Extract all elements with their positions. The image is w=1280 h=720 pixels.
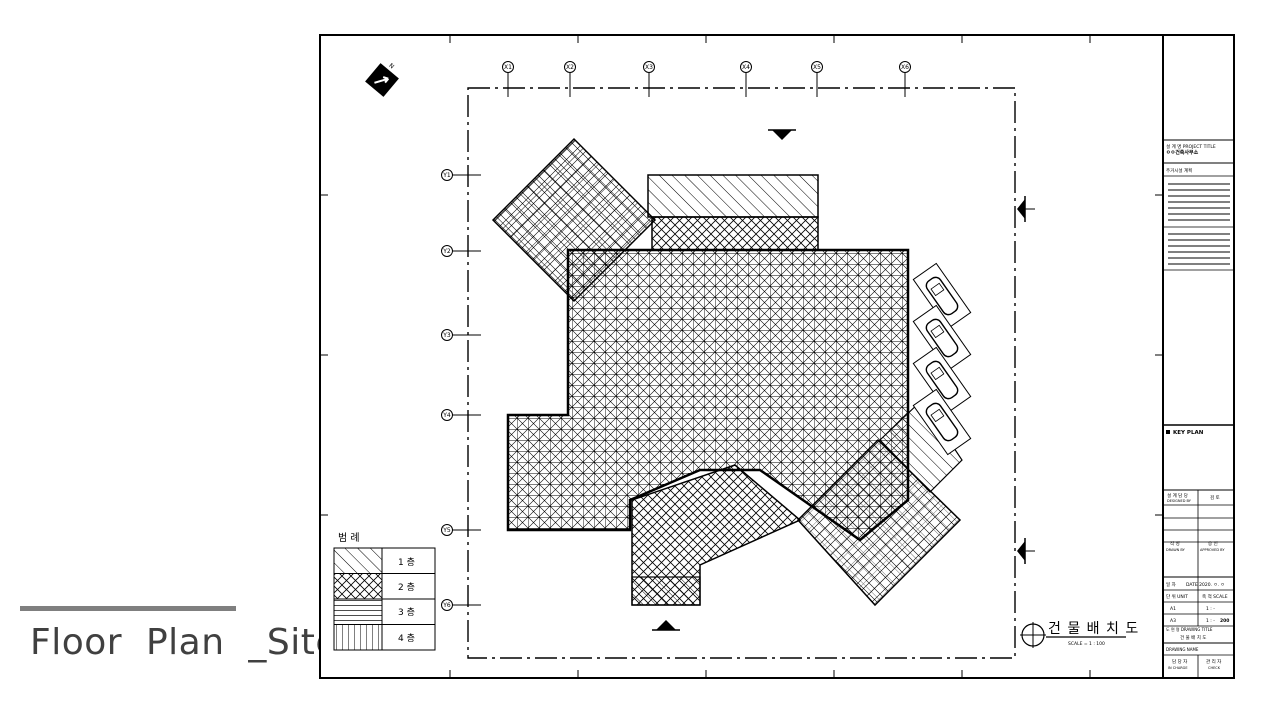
grid-bubble-y1: Y1 — [441, 169, 481, 181]
svg-text:일 자: 일 자 — [1166, 581, 1177, 588]
north-block-1f — [647, 174, 819, 218]
grid-bubble-x3: X3 — [643, 61, 655, 97]
parking-car-4-icon — [912, 388, 972, 456]
title-block — [1163, 139, 1234, 678]
grid-bubble-y2: Y2 — [441, 245, 481, 257]
svg-text:IN CHARGE: IN CHARGE — [1168, 666, 1188, 670]
svg-text:X3: X3 — [645, 64, 653, 71]
section-marker-top — [768, 129, 796, 140]
svg-text:1 : -: 1 : - — [1206, 606, 1215, 612]
title-block-text: 설 계 명 PROJECT TITLE ㅇㅇ건축사무소 주거시설 계획 KEY … — [1166, 143, 1229, 670]
svg-text:X5: X5 — [813, 64, 821, 71]
svg-text:KEY PLAN: KEY PLAN — [1173, 430, 1204, 436]
svg-text:X6: X6 — [901, 64, 909, 71]
grid-bubble-x1: X1 — [502, 61, 514, 97]
grid-bubble-x2: X2 — [564, 61, 576, 97]
svg-text:4 층: 4 층 — [398, 633, 415, 644]
svg-text:설 계 담 당: 설 계 담 당 — [1167, 492, 1188, 499]
svg-text:X2: X2 — [566, 64, 574, 71]
section-marker-right-lower — [1017, 538, 1035, 564]
title-block-notes — [1168, 183, 1230, 221]
svg-text:Y5: Y5 — [442, 527, 451, 534]
svg-text:DATE 2020. ㅇ. ㅇ: DATE 2020. ㅇ. ㅇ — [1186, 582, 1225, 588]
svg-text:담 당 자: 담 당 자 — [1172, 658, 1188, 665]
caption-rule — [20, 606, 236, 611]
building-footprint — [491, 137, 963, 607]
grid-bubble-y3: Y3 — [441, 329, 481, 341]
grid-y-markers: Y1 Y2 Y3 Y4 Y5 Y6 — [441, 169, 481, 611]
parking-area — [912, 262, 972, 456]
legend-item-3f: 3 층 — [333, 598, 436, 625]
svg-text:검 토: 검 토 — [1210, 494, 1220, 501]
svg-text:축 척 SCALE: 축 척 SCALE — [1202, 593, 1228, 600]
grid-bubble-x5: X5 — [811, 61, 823, 97]
svg-text:주거시설 계획: 주거시설 계획 — [1166, 167, 1192, 174]
grid-bubble-x4: X4 — [740, 61, 752, 97]
drawing-title: 건 물 배 치 도 — [1048, 621, 1139, 637]
grid-bubble-y4: Y4 — [441, 409, 481, 421]
legend-item-4f: 4 층 — [333, 624, 436, 651]
drawing-title-mark: 건 물 배 치 도 SCALE = 1 : 100 — [1020, 621, 1139, 648]
svg-text:관 리 자: 관 리 자 — [1206, 658, 1222, 665]
parking-car-1-icon — [912, 262, 972, 330]
svg-text:200: 200 — [1220, 618, 1229, 624]
section-marker-bottom — [652, 620, 680, 631]
svg-text:X1: X1 — [504, 64, 512, 71]
legend: 범 례 1 층 2 층 3 층 4 층 — [333, 532, 436, 651]
south-entry-block — [631, 576, 701, 606]
svg-text:작 성: 작 성 — [1170, 540, 1180, 547]
svg-text:Y3: Y3 — [442, 332, 451, 339]
svg-text:Y4: Y4 — [442, 412, 451, 419]
svg-text:A1: A1 — [1170, 606, 1176, 612]
svg-text:승 인: 승 인 — [1208, 540, 1218, 547]
parking-car-3-icon — [912, 346, 972, 414]
grid-bubble-x6: X6 — [899, 61, 911, 97]
svg-text:설 계 명 PROJECT TITLE: 설 계 명 PROJECT TITLE — [1166, 143, 1216, 150]
svg-text:2 층: 2 층 — [398, 582, 415, 593]
svg-text:CHECK: CHECK — [1208, 666, 1221, 670]
grid-bubble-y5: Y5 — [441, 524, 481, 536]
svg-text:건 물 배 치 도: 건 물 배 치 도 — [1180, 634, 1206, 641]
svg-text:Y6: Y6 — [442, 602, 451, 609]
key-plan-icon — [1166, 430, 1170, 434]
svg-text:1 층: 1 층 — [398, 557, 415, 568]
section-marker-right-upper — [1017, 196, 1035, 222]
svg-text:N: N — [387, 62, 395, 70]
grid-bubble-y6: Y6 — [441, 599, 481, 611]
svg-text:ㅇㅇ건축사무소: ㅇㅇ건축사무소 — [1166, 149, 1199, 156]
svg-text:DRAWN BY: DRAWN BY — [1166, 548, 1186, 552]
grid-x-markers: X1 X2 X3 X4 X5 X6 — [502, 61, 911, 97]
svg-text:Y2: Y2 — [442, 248, 451, 255]
north-block-2f — [651, 216, 819, 251]
svg-text:3 층: 3 층 — [398, 607, 415, 618]
svg-text:X4: X4 — [742, 64, 750, 71]
svg-text:A3: A3 — [1170, 618, 1176, 624]
svg-text:DESIGNED BY: DESIGNED BY — [1167, 499, 1192, 503]
legend-title: 범 례 — [338, 532, 360, 544]
north-arrow-icon: N — [365, 62, 399, 97]
svg-text:도 면 명 DRAWING TITLE: 도 면 명 DRAWING TITLE — [1166, 626, 1213, 632]
border-ticks — [320, 35, 1163, 678]
svg-text:Y1: Y1 — [442, 172, 451, 179]
svg-text:APPROVED BY: APPROVED BY — [1200, 548, 1225, 552]
svg-text:단 위 UNIT: 단 위 UNIT — [1166, 593, 1188, 600]
site-boundary — [467, 87, 1016, 659]
svg-text:1 : -: 1 : - — [1206, 618, 1215, 624]
parking-car-2-icon — [912, 304, 972, 372]
southeast-annex — [879, 399, 963, 493]
svg-text:DRAWING NAME: DRAWING NAME — [1166, 647, 1199, 652]
drawing-scale: SCALE = 1 : 100 — [1068, 641, 1105, 647]
section-markers — [652, 129, 1035, 631]
